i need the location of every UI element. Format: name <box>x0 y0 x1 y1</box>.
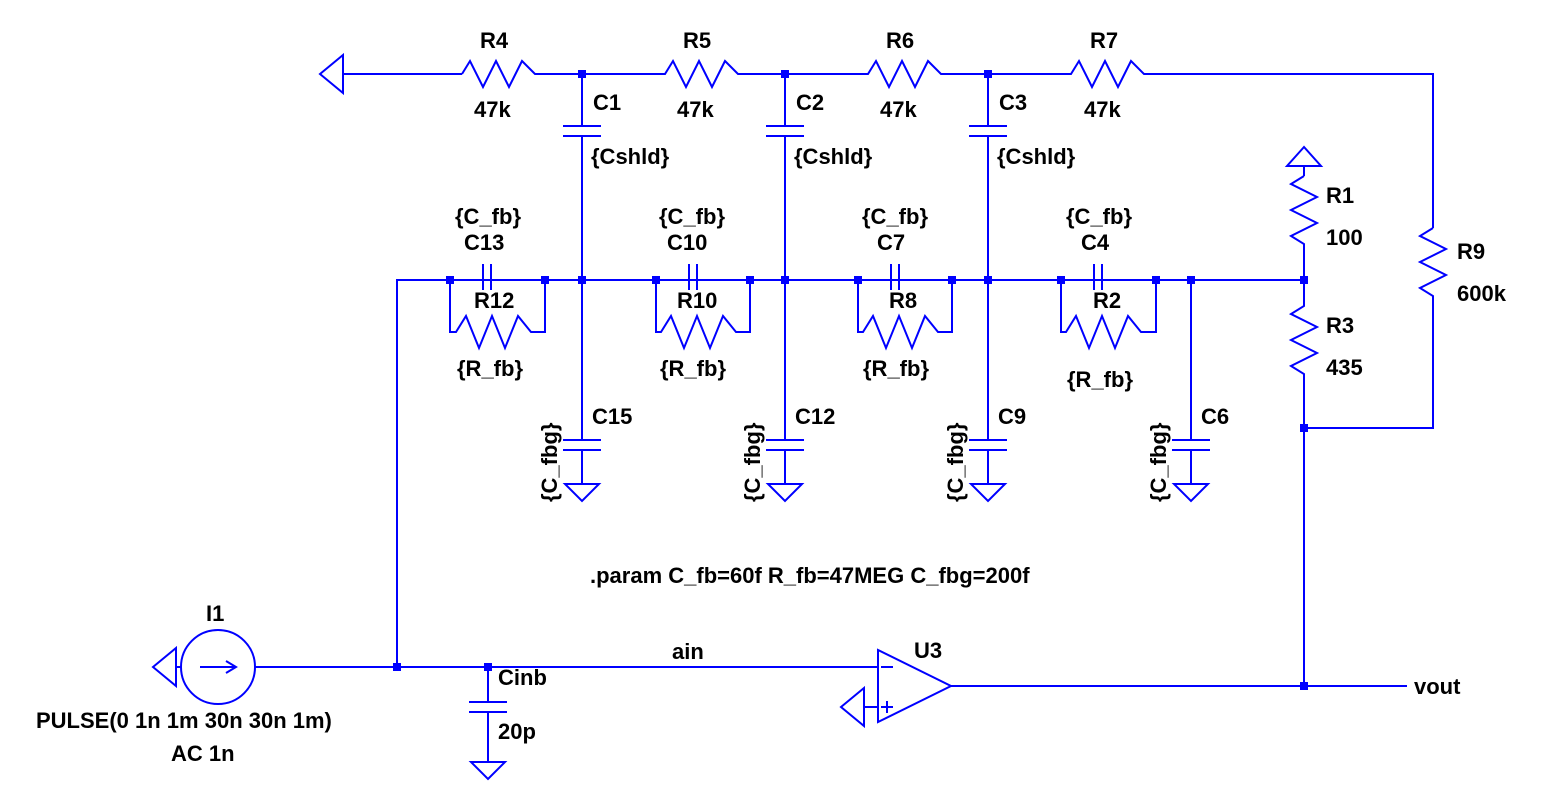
capacitor-c1[interactable] <box>563 74 601 280</box>
c10-value: {C_fb} <box>659 204 725 229</box>
resistor-r6[interactable] <box>785 58 988 90</box>
i1-ac: AC 1n <box>171 741 235 766</box>
capacitor-c4[interactable] <box>1061 264 1156 290</box>
c2-value: {Cshld} <box>794 144 873 169</box>
i1-value: PULSE(0 1n 1m 30n 30n 1m) <box>36 708 332 733</box>
c7-value: {C_fb} <box>862 204 928 229</box>
capacitor-c15[interactable] <box>562 280 602 503</box>
capacitor-c13[interactable] <box>450 264 545 290</box>
c9-value: {C_fbg} <box>943 422 968 502</box>
resistor-r7[interactable] <box>988 58 1434 228</box>
junction-dots <box>393 70 1308 690</box>
r12-name: R12 <box>474 288 514 313</box>
current-source-arrow-icon <box>176 660 878 674</box>
u3-name: U3 <box>914 638 942 663</box>
net-label-vout: vout <box>1414 674 1461 699</box>
r6-value: 47k <box>880 97 917 122</box>
c2-name: C2 <box>796 90 824 115</box>
capacitor-c7[interactable] <box>858 264 952 290</box>
r3-name: R3 <box>1326 313 1354 338</box>
opamp-u3[interactable] <box>877 648 1407 724</box>
c1-name: C1 <box>593 90 621 115</box>
r1-value: 100 <box>1326 225 1363 250</box>
c13-name: C13 <box>464 230 504 255</box>
r1-name: R1 <box>1326 183 1354 208</box>
c10-name: C10 <box>667 230 707 255</box>
resistor-r4[interactable] <box>461 58 582 90</box>
ground-symbol-r1 <box>1284 145 1324 176</box>
capacitor-cinb[interactable] <box>468 667 508 781</box>
c6-name: C6 <box>1201 404 1229 429</box>
r8-value: {R_fb} <box>863 356 929 381</box>
resistor-r8[interactable] <box>857 280 953 351</box>
feedback-wire <box>396 279 1304 667</box>
r9-value: 600k <box>1457 281 1507 306</box>
c13-value: {C_fb} <box>455 204 521 229</box>
c12-name: C12 <box>795 404 835 429</box>
resistor-r3[interactable] <box>1288 280 1320 686</box>
ground-symbol-i1 <box>151 645 177 689</box>
c7-name: C7 <box>877 230 905 255</box>
c15-name: C15 <box>592 404 632 429</box>
resistor-r5[interactable] <box>582 58 785 90</box>
r6-name: R6 <box>886 28 914 53</box>
capacitor-c2[interactable] <box>766 74 804 280</box>
resistor-r1[interactable] <box>1288 175 1320 280</box>
capacitor-c12[interactable] <box>765 280 805 503</box>
r10-name: R10 <box>677 288 717 313</box>
r3-value: 435 <box>1326 355 1363 380</box>
r10-value: {R_fb} <box>660 356 726 381</box>
i1-name: I1 <box>206 601 224 626</box>
c4-value: {C_fb} <box>1066 204 1132 229</box>
r4-name: R4 <box>480 28 509 53</box>
ground-symbol-left <box>318 52 462 96</box>
ground-symbol-u3 <box>839 685 878 729</box>
net-label-ain: ain <box>672 639 704 664</box>
c3-name: C3 <box>999 90 1027 115</box>
resistor-r2[interactable] <box>1060 280 1157 351</box>
c6-value: {C_fbg} <box>1146 422 1171 502</box>
capacitor-c9[interactable] <box>968 280 1008 503</box>
resistor-r10[interactable] <box>655 280 751 351</box>
r12-value: {R_fb} <box>457 356 523 381</box>
r2-name: R2 <box>1093 288 1121 313</box>
c1-value: {Cshld} <box>591 144 670 169</box>
r8-name: R8 <box>889 288 917 313</box>
c4-name: C4 <box>1081 230 1110 255</box>
r5-name: R5 <box>683 28 711 53</box>
c9-name: C9 <box>998 404 1026 429</box>
r9-name: R9 <box>1457 239 1485 264</box>
resistor-r9[interactable] <box>1304 227 1449 429</box>
c3-value: {Cshld} <box>997 144 1076 169</box>
capacitor-c6[interactable] <box>1171 280 1211 503</box>
r5-value: 47k <box>677 97 714 122</box>
r2-value: {R_fb} <box>1067 367 1133 392</box>
spice-directive[interactable]: .param C_fb=60f R_fb=47MEG C_fbg=200f <box>590 563 1030 588</box>
cinb-name: Cinb <box>498 665 547 690</box>
r4-value: 47k <box>474 97 511 122</box>
capacitor-c10[interactable] <box>656 264 750 290</box>
capacitor-c3[interactable] <box>969 74 1007 280</box>
c12-value: {C_fbg} <box>740 422 765 502</box>
cinb-value: 20p <box>498 719 536 744</box>
r7-name: R7 <box>1090 28 1118 53</box>
resistor-r12[interactable] <box>449 280 546 351</box>
r7-value: 47k <box>1084 97 1121 122</box>
c15-value: {C_fbg} <box>537 422 562 502</box>
